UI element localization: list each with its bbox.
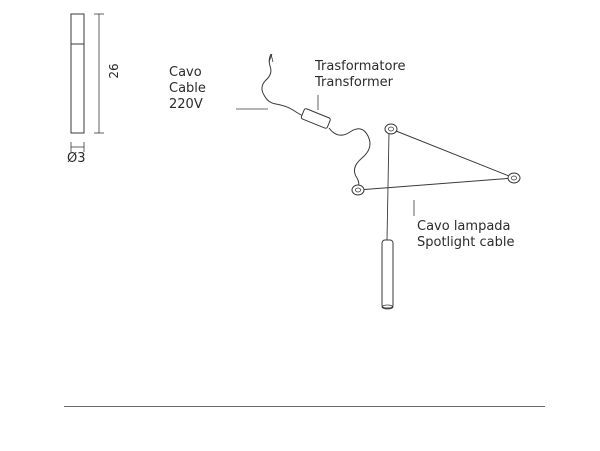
diameter-dimension-label: Ø3 — [67, 151, 86, 166]
tension-wire-upper — [390, 128, 515, 179]
tension-wire-lower — [357, 177, 515, 191]
cable-wire-end — [268, 53, 273, 63]
transformer-box — [300, 108, 331, 129]
anchor-left — [351, 184, 365, 196]
transformer-label-italian: Trasformatore — [315, 59, 406, 74]
spotlight-tube — [381, 239, 394, 309]
anchor-right — [507, 172, 521, 184]
anchor-top — [384, 123, 398, 135]
lamp-cable-label-english: Spotlight cable — [417, 235, 515, 250]
cable-label-english: Cable — [169, 81, 206, 96]
low-voltage-cable — [328, 127, 371, 189]
height-dimension-label: 26 — [107, 63, 121, 79]
cable-label-italian: Cavo — [169, 65, 202, 80]
lamp-cable-label-italian: Cavo lampada — [417, 219, 511, 234]
cable-voltage-label: 220V — [169, 97, 203, 112]
transformer-label-english: Transformer — [315, 75, 394, 90]
bottom-divider — [64, 406, 545, 407]
mains-cable — [261, 53, 304, 117]
spotlight-body-outline — [70, 13, 85, 134]
transformer-body — [300, 108, 331, 129]
spotlight-lens — [381, 304, 394, 310]
hanging-spotlight — [381, 239, 394, 310]
spotlight-dimension-view — [70, 13, 104, 152]
spotlight-cable — [386, 131, 390, 241]
